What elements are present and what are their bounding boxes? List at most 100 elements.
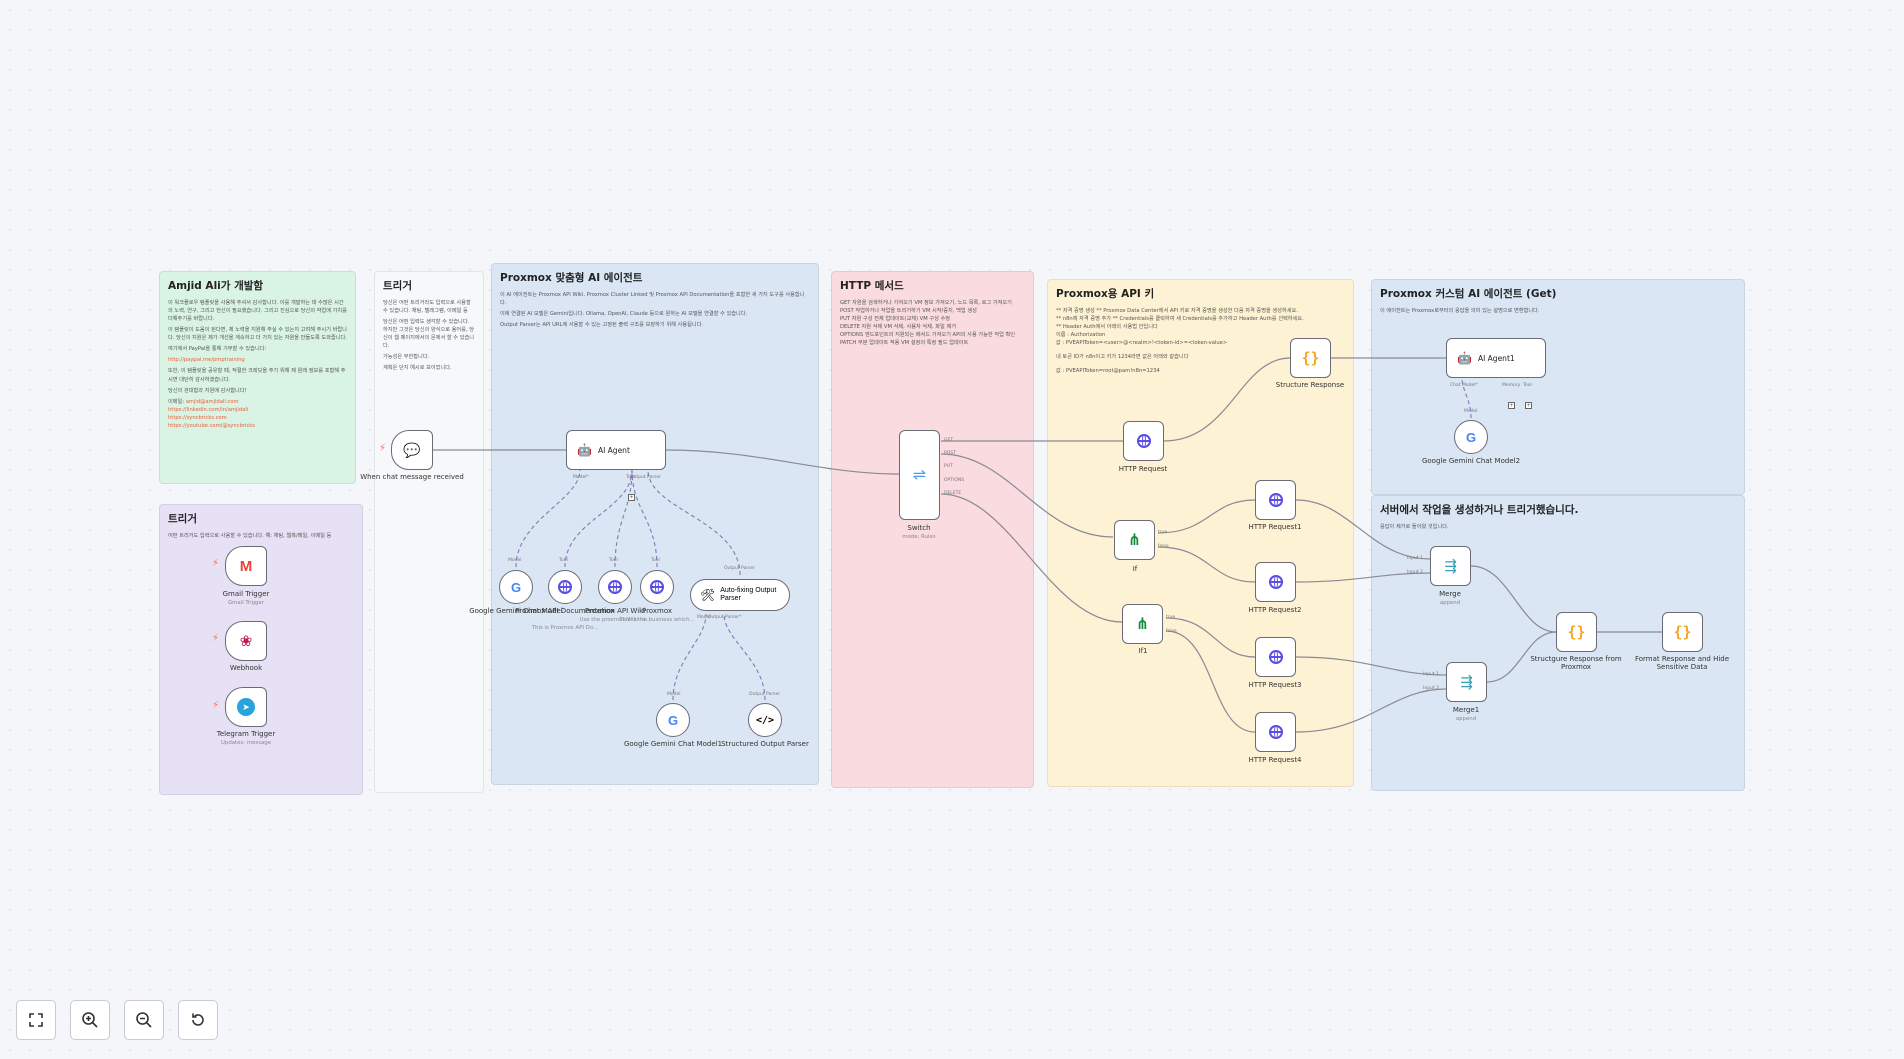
chat-icon: 💬 — [403, 441, 421, 458]
edge-autofix-agent — [647, 469, 741, 576]
ai-agent-node[interactable]: 🤖 AI Agent — [566, 430, 666, 470]
http-request1-node[interactable] — [1255, 480, 1296, 520]
port-label: OPTIONS — [944, 478, 965, 483]
http-request2-node[interactable] — [1255, 562, 1296, 602]
merge1-node[interactable]: ⇶ — [1446, 662, 1487, 702]
note-text: PUT 자원 구성 전체 업데이트(교체) VM 구성 수정 — [840, 316, 951, 323]
structured-parser-node[interactable]: </> — [748, 703, 782, 737]
proxmox-node[interactable] — [640, 570, 674, 604]
gemini-model2-node[interactable]: G — [1454, 420, 1488, 454]
structure-response-proxmox-node[interactable]: {} — [1556, 612, 1597, 652]
note-proxmox-agent[interactable]: Proxmox 맞춤형 AI 에이전트 이 AI 에이전트는 Proxmox A… — [491, 263, 819, 785]
node-label: Format Response and Hide Sensitive Data — [1634, 655, 1730, 672]
edge-gemini2-agent1 — [1461, 377, 1472, 419]
edge-gemini1-autofix — [672, 613, 707, 701]
note-text: 응답이 제거로 돌아왔 것입니다. — [1380, 524, 1449, 530]
port-label: Tool — [651, 558, 660, 563]
youtube-link[interactable]: https://youtube.com/@syncbricks — [168, 422, 255, 429]
paypal-link[interactable]: http://paypal.me/pmptraining — [168, 357, 245, 364]
node-label: Structgure Response from Proxmox — [1530, 655, 1622, 672]
note-text: 이 AI 에이전트는 Proxmox API Wiki, Proxmox Clu… — [500, 292, 805, 307]
website-link[interactable]: https://syncbricks.com — [168, 414, 227, 421]
note-http-methods[interactable]: HTTP 메서드 GET 자원을 검색하거나 가져오기 VM 정보 가져오기, … — [831, 271, 1034, 788]
chat-trigger-node[interactable]: 💬 — [391, 430, 433, 470]
port-label: Model — [1464, 409, 1478, 414]
gemini-model-node[interactable]: G — [499, 570, 533, 604]
note-developer[interactable]: Amjid Ali가 개발함 이 워크플로우 템플릿을 사용해 주셔서 감사합니… — [159, 271, 356, 484]
node-label: Google Gemini Chat Model1 — [623, 740, 723, 748]
add-memory-button[interactable]: + — [1508, 402, 1515, 409]
proxmox-wiki-node[interactable] — [598, 570, 632, 604]
reset-zoom-icon — [192, 1013, 204, 1026]
zoom-in-button[interactable] — [70, 1000, 110, 1040]
fit-view-button[interactable] — [16, 1000, 56, 1040]
gmail-trigger-node[interactable]: M — [225, 546, 267, 586]
edge-http-structure — [1163, 357, 1291, 442]
braces-icon: {} — [1301, 349, 1320, 367]
edge-proxmox-agent — [631, 469, 658, 568]
node-subtitle: append — [1455, 716, 1477, 722]
add-tool-button[interactable]: + — [1525, 402, 1532, 409]
port-label: Model* — [573, 475, 589, 480]
globe-icon — [1136, 434, 1151, 448]
http-request-node[interactable] — [1123, 421, 1164, 461]
gemini-model1-node[interactable]: G — [656, 703, 690, 737]
braces-icon: {} — [1567, 623, 1586, 641]
reset-zoom-button[interactable] — [178, 1000, 218, 1040]
merge-node[interactable]: ⇶ — [1430, 546, 1471, 586]
webhook-node[interactable]: ❀ — [225, 621, 267, 661]
zoom-out-button[interactable] — [124, 1000, 164, 1040]
note-title: HTTP 메서드 — [840, 280, 904, 292]
note-text: Output Parser는 API URL에 사용할 수 있는 고정된 출력 … — [500, 322, 704, 329]
linkedin-link[interactable]: https://linkedin.com/in/amjidali — [168, 406, 249, 413]
node-label: HTTP Request2 — [1248, 606, 1302, 614]
note-trigger-mid[interactable]: 트리거 당신은 어떤 트리거라도 입력으로 사용할 수 있습니다. 채팅, 텔레… — [374, 271, 484, 793]
node-label: Proxmox — [641, 607, 673, 615]
edge-agent-switch — [665, 449, 900, 475]
node-label: When chat message received — [360, 473, 464, 481]
note-text: 당신의 관대함과 지원에 감사합니다! — [168, 387, 247, 394]
add-tool-button[interactable]: + — [628, 494, 635, 501]
email-link[interactable]: amjid@amjidali.com — [185, 398, 239, 405]
node-subtitle: mode: Rules — [902, 534, 936, 540]
autofix-parser-node[interactable]: 🛠 Auto-fixing Output Parser — [690, 579, 790, 611]
format-response-node[interactable]: {} — [1662, 612, 1703, 652]
node-subtitle: append — [1439, 600, 1461, 606]
webhook-icon: ❀ — [239, 633, 253, 650]
node-label: Proxmox API Wiki — [584, 607, 646, 615]
note-text: 여기에서 PayPal을 통해 기부할 수 있습니다: — [168, 346, 267, 353]
note-title: 트리거 — [168, 513, 197, 525]
node-label: Gmail Trigger — [222, 590, 270, 598]
note-text: DELETE 자원 삭제 VM 삭제, 사용자 삭제, 파일 제거 — [840, 324, 956, 331]
robot-icon: 🤖 — [577, 443, 592, 457]
note-custom-agent[interactable]: Proxmox 커스텀 AI 에이전트 (Get) 이 에이전트는 Proxmo… — [1371, 279, 1745, 495]
node-subtitle: Updates: message — [220, 740, 272, 746]
http-request4-node[interactable] — [1255, 712, 1296, 752]
port-label: true — [1166, 615, 1176, 620]
switch-node[interactable]: ⇌ — [899, 430, 940, 520]
note-text: 어떤 트리거도 입력으로 사용할 수 있습니다. 예: 채팅, 웹훅/메일, 이… — [168, 533, 332, 539]
node-label: Merge — [1439, 590, 1461, 598]
edge-if-http2 — [1157, 546, 1256, 583]
ai-agent1-node[interactable]: 🤖 AI Agent1 — [1446, 338, 1546, 378]
telegram-trigger-node[interactable]: ➤ — [225, 687, 267, 727]
structure-response-node[interactable]: {} — [1290, 338, 1331, 378]
globe-icon — [650, 580, 664, 594]
if-node[interactable]: ⋔ — [1114, 520, 1155, 560]
note-text: POST 작업하거나 작업을 트리거하기 VM 시작/중지, 백업 생성 — [840, 308, 977, 315]
note-text: ** n8n에 자격 증명 추가 ** Credentials를 클릭하여 새 … — [1056, 316, 1304, 323]
port-label: Output Parser — [749, 692, 781, 697]
port-label: Output Parser — [630, 475, 662, 480]
proxmox-doc-node[interactable] — [548, 570, 582, 604]
node-subtitle: This is Proxmox API Do... — [531, 625, 599, 631]
edge-doc-agent — [564, 469, 633, 568]
globe-icon — [1268, 493, 1283, 507]
port-label: DELETE — [944, 491, 962, 496]
http-request3-node[interactable] — [1255, 637, 1296, 677]
node-label: Merge1 — [1452, 706, 1480, 714]
edge-if-http1 — [1157, 499, 1256, 534]
port-label: Tool — [559, 558, 568, 563]
if1-node[interactable]: ⋔ — [1122, 604, 1163, 644]
